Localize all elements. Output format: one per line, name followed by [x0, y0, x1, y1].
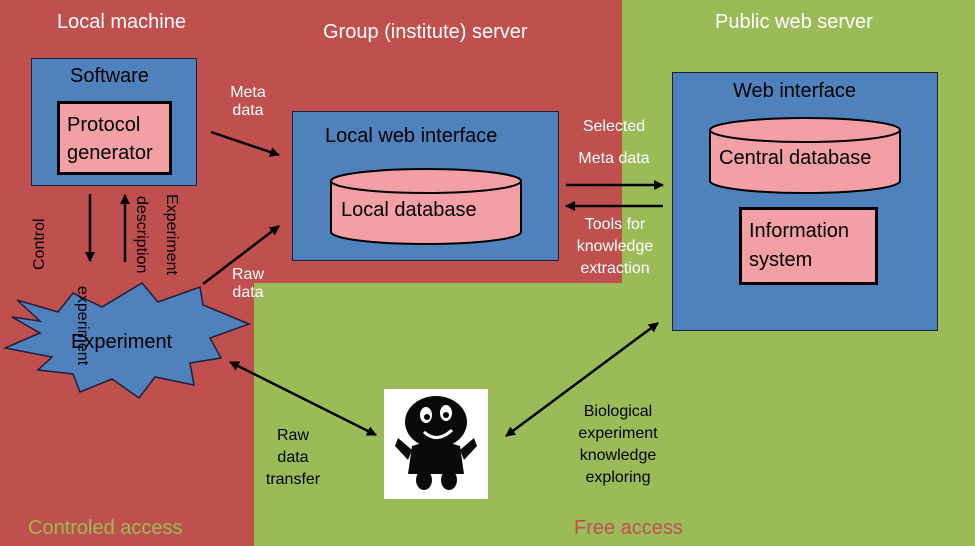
- transfer-label-line1: Raw: [276, 427, 309, 444]
- public-server-title: Public web server: [715, 11, 873, 33]
- experiment-description-label: Experiment: [163, 194, 180, 275]
- raw-data-arrow: [202, 225, 280, 285]
- protocol-generator-box: [57, 101, 172, 175]
- information-system-line1: Information: [749, 220, 850, 242]
- bio-label-line4: exploring: [585, 469, 651, 486]
- protocol-generator-line2: generator: [67, 142, 153, 164]
- transfer-label-line2: data: [277, 449, 309, 466]
- tools-label-line3: extraction: [580, 260, 650, 277]
- control-label: Control: [31, 218, 48, 270]
- cartoon-user-icon: [384, 389, 488, 499]
- tools-knowledge-label: Tools for knowledge extraction: [563, 214, 667, 280]
- transfer-label-line3: transfer: [265, 471, 321, 488]
- experiment-label: Experiment: [71, 331, 173, 353]
- information-system-box: [739, 207, 878, 285]
- selected-meta-data-label: Selected Meta data: [566, 118, 662, 168]
- raw-data-label: Raw data: [226, 266, 270, 302]
- tools-label-line2: knowledge: [576, 238, 654, 255]
- raw-data-label-line1: Raw: [231, 266, 264, 283]
- selected-label-line1: Selected: [582, 118, 646, 135]
- experiment-control-label: experiment: [74, 286, 91, 366]
- raw-data-transfer-arrow: [229, 360, 377, 437]
- local-machine-title: Local machine: [57, 11, 186, 33]
- protocol-generator-line1: Protocol: [67, 114, 141, 136]
- meta-data-label-line2: data: [232, 102, 264, 119]
- raw-data-label-line2: data: [232, 284, 264, 301]
- biological-knowledge-label: Biological experiment knowledge explorin…: [565, 401, 671, 489]
- tools-label-line1: Tools for: [584, 216, 646, 233]
- experiment-burst-shape: [2, 282, 252, 400]
- information-system-line2: system: [749, 249, 813, 271]
- group-server-title: Group (institute) server: [323, 21, 528, 43]
- selected-label-line2: Meta data: [578, 150, 650, 167]
- local-web-interface-title: Local web interface: [325, 125, 498, 147]
- bio-label-line3: knowledge: [579, 447, 657, 464]
- central-database-cylinder: [709, 117, 901, 194]
- local-database-label: Local database: [341, 199, 477, 221]
- controlled-access-footer: Controled access: [28, 517, 183, 539]
- meta-data-label: Meta data: [226, 84, 270, 120]
- central-database-label: Central database: [719, 147, 872, 169]
- web-interface-title: Web interface: [733, 80, 857, 102]
- description-label: description: [133, 196, 150, 273]
- bio-label-line1: Biological: [583, 403, 653, 420]
- meta-data-label-line1: Meta: [230, 84, 266, 101]
- web-interface-box: [672, 72, 938, 331]
- local-database-cylinder: [330, 168, 522, 245]
- free-access-footer: Free access: [574, 517, 683, 539]
- biological-knowledge-arrow: [505, 321, 659, 438]
- bio-label-line2: experiment: [578, 425, 658, 442]
- software-title: Software: [70, 65, 149, 87]
- raw-data-transfer-label: Raw data transfer: [255, 425, 331, 491]
- meta-data-arrow: [210, 130, 280, 157]
